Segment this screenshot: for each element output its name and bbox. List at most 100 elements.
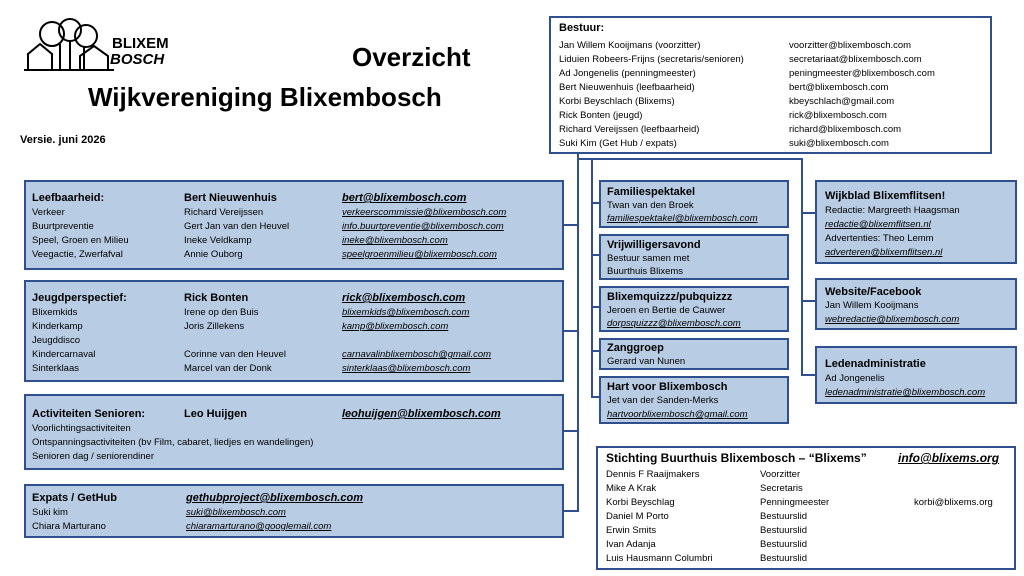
email-link[interactable]: chiaramarturano@googlemail.com	[186, 521, 332, 532]
bestuur-email[interactable]: rick@blixembosch.com	[789, 110, 887, 121]
bestuur-email[interactable]: kbeyschlach@gmail.com	[789, 96, 895, 107]
connector-left-1	[563, 224, 577, 226]
stichting-member: Dennis F Raaijmakers	[606, 469, 700, 480]
email-link[interactable]: sinterklaas@blixembosch.com	[342, 363, 471, 374]
bestuur-name: Liduien Robeers-Frijns (secretaris/senio…	[559, 54, 744, 65]
person: Joris Zillekens	[184, 321, 245, 332]
hart-heading: Hart voor Blixembosch	[607, 381, 728, 393]
senioren-line: Senioren dag / seniorendiner	[32, 451, 155, 462]
stichting-role: Voorzitter	[760, 469, 801, 480]
person: Ineke Veldkamp	[184, 235, 252, 246]
topic: Blixemkids	[32, 307, 78, 318]
website-line: Jan Willem Kooijmans	[825, 300, 919, 311]
jeugd-lead: Rick Bonten	[184, 292, 249, 304]
email-link[interactable]: verkeerscommissie@blixembosch.com	[342, 207, 507, 218]
wijkblad-line: Advertenties: Theo Lemm	[825, 233, 934, 244]
wijkblad-heading: Wijkblad Blixemflitsen!	[825, 190, 946, 202]
connector-right-3	[801, 374, 815, 376]
topic: Verkeer	[32, 207, 65, 218]
bestuur-name: Korbi Beyschlach (Blixems)	[559, 96, 675, 107]
connector-mid-vertical	[591, 158, 593, 398]
topic: Veegactie, Zwerfafval	[32, 249, 123, 260]
wijkblad-line: Redactie: Margreeth Haagsman	[825, 205, 960, 216]
zang-line: Gerard van Nunen	[607, 356, 686, 367]
stichting-role: Penningmeester	[760, 497, 830, 508]
logo-text-1: BLIXEM	[112, 35, 169, 52]
stichting-member: Daniel M Porto	[606, 511, 669, 522]
person: Richard Vereijssen	[184, 207, 264, 218]
jeugd-lead-email[interactable]: rick@blixembosch.com	[342, 292, 466, 304]
vrijwilligers-heading: Vrijwilligersavond	[607, 239, 701, 251]
topic: Kinderkamp	[32, 321, 83, 332]
connector-right-2	[801, 300, 815, 302]
senioren-line: Ontspanningsactiviteiten (bv Film, cabar…	[32, 437, 314, 448]
hart-box: Hart voor Blixembosch Jet van der Sanden…	[599, 376, 789, 424]
bestuur-heading: Bestuur:	[559, 22, 605, 34]
leden-box: Ledenadministratie Ad Jongenelis ledenad…	[815, 346, 1017, 404]
leden-email[interactable]: ledenadministratie@blixembosch.com	[825, 387, 986, 398]
expats-box: Expats / GetHub gethubproject@blixembosc…	[24, 484, 564, 538]
bestuur-email[interactable]: suki@blixembosch.com	[789, 138, 889, 149]
email-link[interactable]: blixemkids@blixembosch.com	[342, 307, 470, 318]
bestuur-email[interactable]: peningmeester@blixembosch.com	[789, 68, 935, 79]
bestuur-email[interactable]: bert@blixembosch.com	[789, 82, 889, 93]
hart-email[interactable]: hartvoorblixembosch@gmail.com	[607, 409, 748, 420]
senioren-lead-email[interactable]: leohuijgen@blixembosch.com	[342, 408, 501, 420]
email-link[interactable]: ineke@blixembosch.com	[342, 235, 448, 246]
email-link[interactable]: carnavalinblixembosch@gmail.com	[342, 349, 492, 360]
topic: Jeugddisco	[32, 335, 81, 346]
connector-left-2	[563, 330, 577, 332]
familie-email[interactable]: familiespektakel@blixembosch.com	[607, 213, 758, 224]
connector-mid-4	[591, 350, 599, 352]
bestuur-email[interactable]: richard@blixembosch.com	[789, 124, 902, 135]
person: Suki kim	[32, 507, 68, 518]
connector-left-4	[563, 510, 577, 512]
email-link[interactable]: suki@blixembosch.com	[186, 507, 286, 518]
connector-horizontal-top	[577, 158, 803, 160]
email-link[interactable]: kamp@blixembosch.com	[342, 321, 449, 332]
connector-mid-2	[591, 254, 599, 256]
logo: BLIXEM BOSCH	[24, 18, 184, 74]
bestuur-email[interactable]: voorzitter@blixembosch.com	[789, 40, 912, 51]
page-title-1: Overzicht	[352, 42, 471, 72]
email-link[interactable]: info.buurtpreventie@blixembosch.com	[342, 221, 504, 232]
connector-vertical	[577, 152, 579, 512]
topic: Buurtpreventie	[32, 221, 94, 232]
vrijwilligers-box: Vrijwilligersavond Bestuur samen met Buu…	[599, 234, 789, 280]
topic: Kindercarnaval	[32, 349, 96, 360]
vrijwilligers-line: Bestuur samen met	[607, 253, 690, 264]
senioren-box: Activiteiten Senioren: Leo Huijgen leohu…	[24, 394, 564, 470]
stichting-role: Bestuurslid	[760, 511, 807, 522]
stichting-member: Korbi Beyschlag	[606, 497, 675, 508]
wijkblad-email[interactable]: adverteren@blixemflitsen.nl	[825, 247, 943, 258]
jeugd-heading: Jeugdperspectief:	[32, 292, 127, 304]
person: Marcel van der Donk	[184, 363, 272, 374]
leden-heading: Ledenadministratie	[825, 358, 926, 370]
leefbaarheid-lead-email[interactable]: bert@blixembosch.com	[342, 192, 467, 204]
jeugd-box: Jeugdperspectief: Rick Bonten rick@blixe…	[24, 280, 564, 382]
bestuur-email[interactable]: secretariaat@blixembosch.com	[789, 54, 922, 65]
email-link[interactable]: speelgroenmilieu@blixembosch.com	[342, 249, 497, 260]
senioren-heading: Activiteiten Senioren:	[32, 408, 146, 420]
connector-mid-1	[591, 202, 599, 204]
topic: Speel, Groen en Milieu	[32, 235, 129, 246]
stichting-email[interactable]: info@blixems.org	[898, 451, 1000, 465]
website-email[interactable]: webredactie@blixembosch.com	[825, 314, 960, 325]
stichting-member-email[interactable]: korbi@blixems.org	[914, 497, 993, 508]
connector-right-vertical	[801, 158, 803, 376]
quiz-email[interactable]: dorpsquizzz@blixembosch.com	[607, 318, 741, 329]
wijkblad-email[interactable]: redactie@blixemflitsen.nl	[825, 219, 931, 230]
senioren-lead: Leo Huijgen	[184, 408, 247, 420]
person: Corinne van den Heuvel	[184, 349, 286, 360]
stichting-heading: Stichting Buurthuis Blixembosch – “Blixe…	[606, 451, 867, 465]
bestuur-name: Suki Kim (Get Hub / expats)	[559, 138, 677, 149]
expats-lead-email[interactable]: gethubproject@blixembosch.com	[186, 492, 363, 504]
vrijwilligers-line: Buurthuis Blixems	[607, 266, 684, 277]
stichting-role: Secretaris	[760, 483, 803, 494]
zang-box: Zanggroep Gerard van Nunen	[599, 338, 789, 370]
person: Annie Ouborg	[184, 249, 243, 260]
stichting-member: Erwin Smits	[606, 525, 657, 536]
version-label: Versie. juni 2026	[20, 134, 106, 146]
quiz-box: Blixemquizzz/pubquizzz Jeroen en Bertie …	[599, 286, 789, 332]
quiz-heading: Blixemquizzz/pubquizzz	[607, 291, 733, 303]
